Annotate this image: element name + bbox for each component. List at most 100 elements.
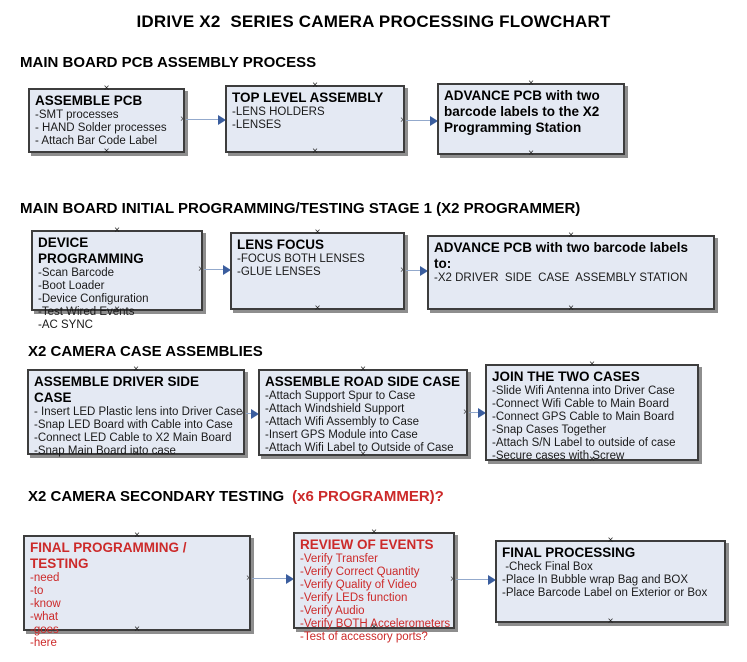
heading-red-part: (x6 PROGRAMMER)? [292,488,444,505]
page-title: IDRIVE X2 SERIES CAMERA PROCESSING FLOWC… [136,12,611,31]
connection-point-icon: × [607,535,614,546]
node-item: -Boot Loader [38,280,105,292]
node-assemble-road-side-case: × × ASSEMBLE ROAD SIDE CASE -Attach Supp… [258,365,468,460]
node-item: -Verify Correct Quantity [300,566,420,578]
node-item: -Attach Wifi Assembly to Case [265,416,420,428]
connection-point-icon: × [246,573,252,584]
node-item: -X2 DRIVER SIDE CASE ASSEMBLY STATION [434,272,688,284]
node-item: -Connect Wifi Cable to Main Board [492,398,670,410]
connection-point-icon: × [133,448,139,459]
arrowhead-icon [218,115,226,125]
arrowhead-icon [478,408,486,418]
node-items: -LENS HOLDERS-LENSES [232,106,398,132]
node-item: -Place Barcode Label on Exterior or Box [502,587,708,599]
node-item: -LENSES [232,119,282,131]
node-item: -Verify Audio [300,605,365,617]
node-join-the-two-cases: × × JOIN THE TWO CASES -Slide Wifi Anten… [485,360,699,465]
connection-point-icon: × [198,264,204,275]
connection-point-icon: × [589,359,595,370]
connection-point-icon: × [400,115,406,126]
node-title: FINAL PROCESSING [502,545,636,560]
node-item: -LENS HOLDERS [232,106,325,118]
node-advance-pcb-driver-side-station: × × ADVANCE PCB with two barcode labels … [427,231,715,314]
connection-point-icon: × [180,114,186,125]
connection-point-icon: × [312,146,318,157]
connection-point-icon: × [568,230,574,241]
connector-arrow: ×× [180,114,231,126]
node-advance-pcb-programming-station: × × ADVANCE PCB with two barcode labels … [437,79,625,159]
connection-point-icon: × [589,454,595,465]
connector-arrow: ×× [400,115,443,127]
arrowhead-icon [223,265,231,275]
node-title: JOIN THE TWO CASES [492,369,640,384]
section-heading-secondary-testing: X2 CAMERA SECONDARY TESTING (x6 PROGRAMME… [28,488,444,505]
node-items: -Slide Wifi Antenna into Driver Case-Con… [492,385,692,463]
node-item: - Attach Bar Code Label [35,135,158,147]
node-item: -Verify LEDs function [300,592,408,604]
node-item: - HAND Solder processes [35,122,167,134]
node-title: LENS FOCUS [237,237,325,252]
node-item: -Snap LED Board with Cable into Case [34,419,233,431]
node-item: -SMT processes [35,109,119,121]
node-top-level-assembly: × × TOP LEVEL ASSEMBLY -LENS HOLDERS-LEN… [225,81,405,157]
node-item: -Insert GPS Module into Case [265,429,418,441]
node-item: -Connect GPS Cable to Main Board [492,411,675,423]
heading-black-part: X2 CAMERA SECONDARY TESTING [28,488,285,505]
node-items: -Attach Support Spur to Case-Attach Wind… [265,390,461,455]
section-heading-initial-programming: MAIN BOARD INITIAL PROGRAMMING/TESTING S… [20,200,581,217]
connection-point-icon: × [371,622,377,633]
node-item: -Attach Windshield Support [265,403,405,415]
node-item: -Attach S/N Label to outside of case [492,437,676,449]
node-title: REVIEW OF EVENTS [300,537,434,552]
connection-point-icon: × [312,80,318,91]
arrowhead-icon [251,409,259,419]
node-title: ADVANCE PCB with two barcode labels to: [434,240,689,271]
connector-arrow: ×× [450,574,501,586]
node-device-programming: × × DEVICE PROGRAMMING -Scan Barcode-Boo… [31,226,203,331]
connection-point-icon: × [528,148,534,159]
node-item: -Verify Transfer [300,553,378,565]
node-item: -know [30,598,61,610]
node-item: -what [30,611,59,623]
arrowhead-icon [420,266,428,276]
node-title: ASSEMBLE PCB [35,93,143,108]
node-lens-focus: × × LENS FOCUS -FOCUS BOTH LENSES-GLUE L… [230,228,405,314]
node-assemble-pcb: × × ASSEMBLE PCB -SMT processes- HAND So… [28,84,185,157]
connection-point-icon: × [114,225,120,236]
node-item: -Check Final Box [502,561,593,573]
node-items: -FOCUS BOTH LENSES-GLUE LENSES [237,253,398,279]
section-heading-pcb-assembly: MAIN BOARD PCB ASSEMBLY PROCESS [20,54,317,71]
node-title: TOP LEVEL ASSEMBLY [232,90,384,105]
node-item: -FOCUS BOTH LENSES [237,253,365,265]
arrowhead-icon [488,575,496,585]
node-item: -Secure cases with Screw [492,450,625,462]
node-item: -Connect LED Cable to X2 Main Board [34,432,232,444]
connection-point-icon: × [463,407,469,418]
arrowhead-icon [286,574,294,584]
node-item: -Attach Support Spur to Case [265,390,416,402]
node-item: - Insert LED Plastic lens into Driver Ca… [34,406,243,418]
node-item: -AC SYNC [38,319,93,331]
connector-arrow: ×× [463,407,491,419]
connection-point-icon: × [360,364,366,375]
node-items: -X2 DRIVER SIDE CASE ASSEMBLY STATION [434,272,708,285]
node-item: -here [30,637,57,649]
node-item: -need [30,572,60,584]
connection-point-icon: × [240,408,246,419]
node-final-processing: × × FINAL PROCESSING -Check Final Box -Pl… [495,536,726,627]
node-items: - Insert LED Plastic lens into Driver Ca… [34,406,243,458]
connection-point-icon: × [314,303,321,314]
connection-point-icon: × [528,78,534,89]
connection-point-icon: × [114,304,120,315]
node-item: -Verify BOTH Accelerometers [300,618,451,630]
connection-point-icon: × [103,83,110,94]
node-items: -Scan Barcode-Boot Loader-Device Configu… [38,267,196,332]
node-item: -Snap Cases Together [492,424,607,436]
node-item: -Snap Main Board into case [34,445,176,457]
connection-point-icon: × [568,303,574,314]
node-item: -Slide Wifi Antenna into Driver Case [492,385,675,397]
connector-arrow: ×× [400,265,433,277]
node-items: -SMT processes- HAND Solder processes- A… [35,109,178,148]
connection-point-icon: × [607,616,614,627]
connection-point-icon: × [371,527,377,538]
